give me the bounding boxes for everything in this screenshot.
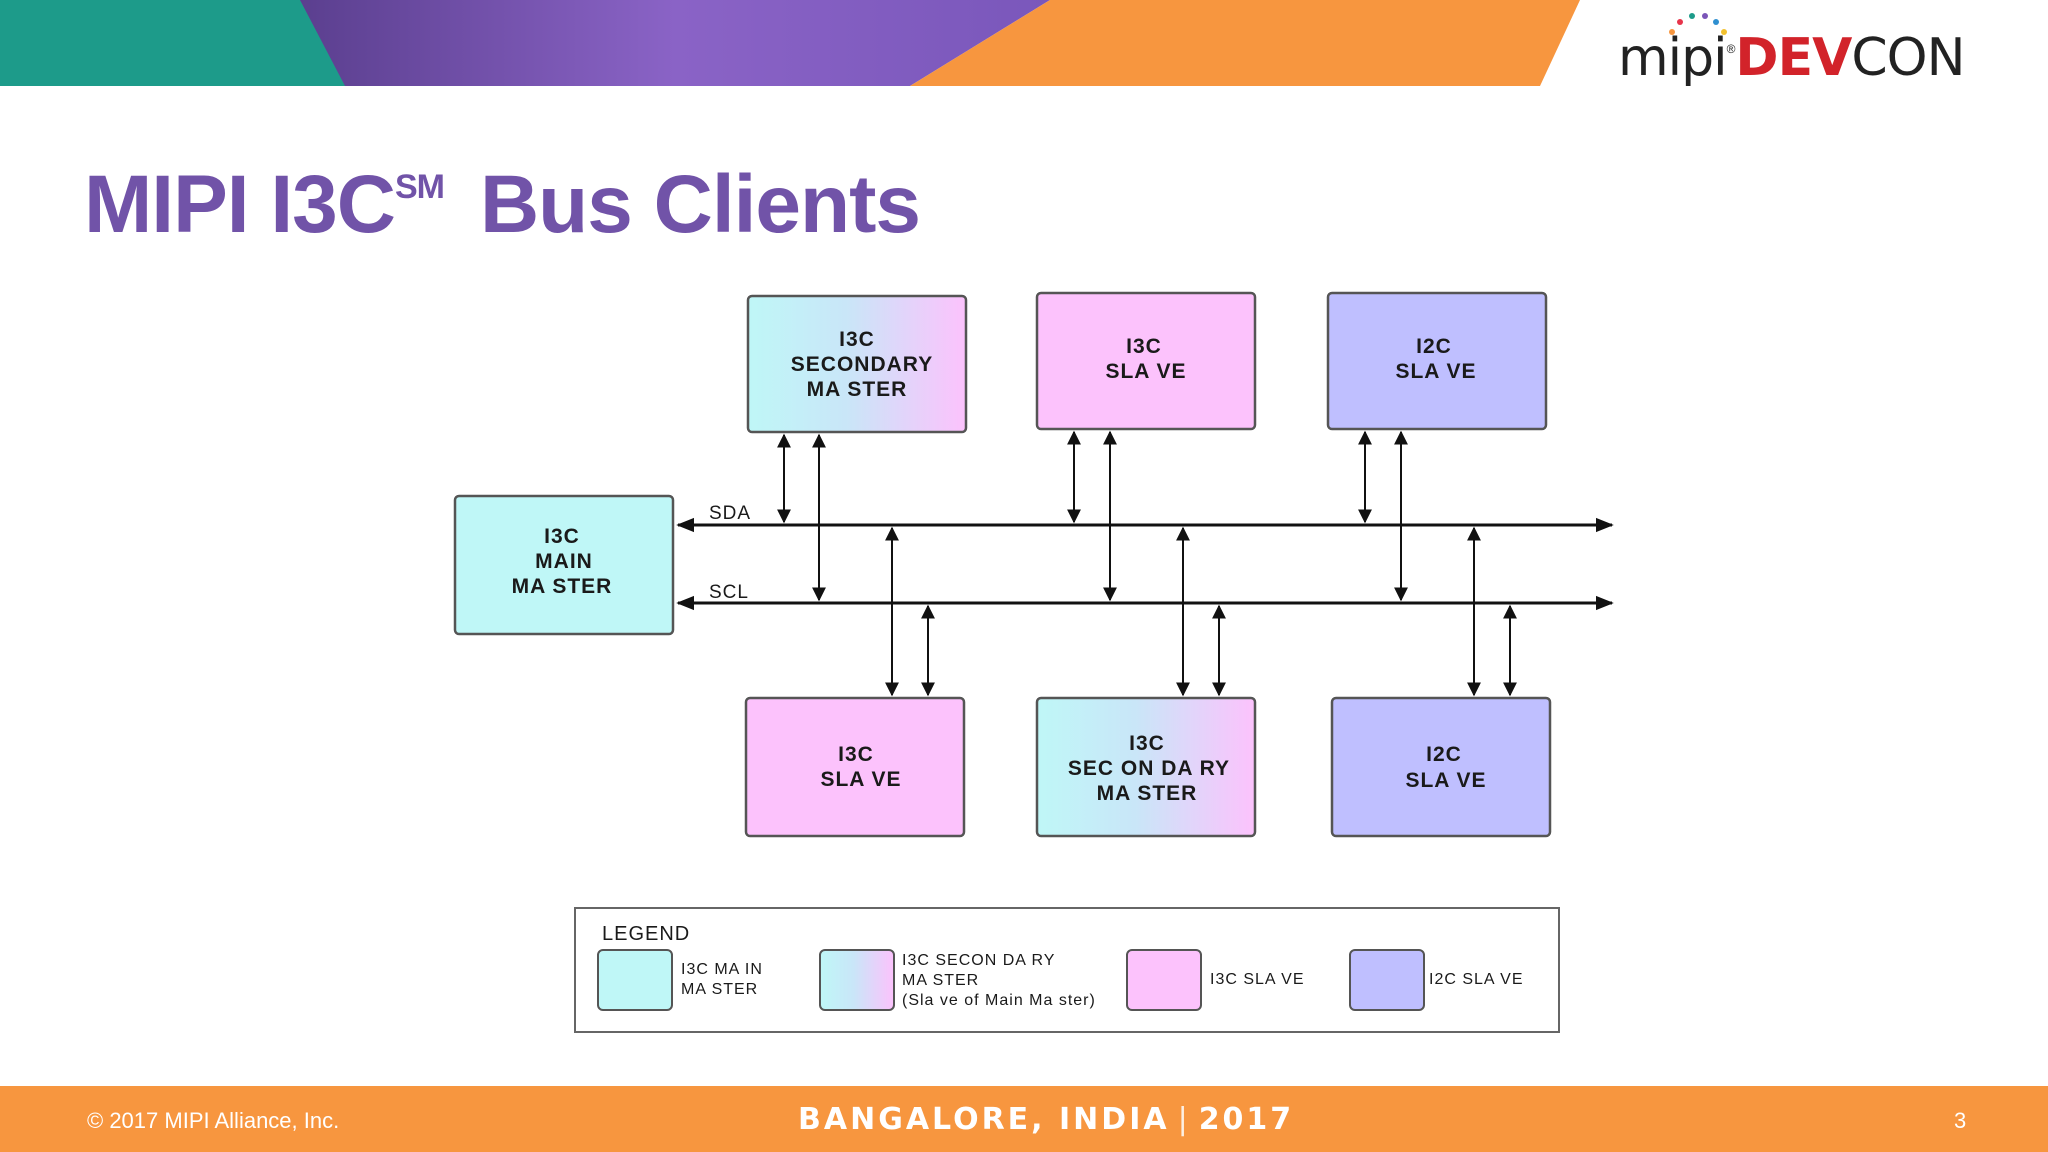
header-banner (0, 0, 2048, 86)
mipi-devcon-logo: mipi®DEVCON (1618, 28, 1965, 98)
top-secondary-line-3: MA STER (807, 378, 908, 401)
scl-label: SCL (709, 582, 749, 603)
bottom-secondary-line-1: I3C (1129, 732, 1165, 755)
top-secondary-line-2: SECONDARY (791, 353, 933, 376)
legend-secondary-line-1: I3C SECON DA RY (902, 952, 1055, 969)
title-service-mark: SM (394, 168, 445, 206)
bottom-i2c-slave-line-1: I2C (1426, 743, 1462, 766)
logo-mipi-text: mipi (1618, 28, 1728, 88)
main-master-line-3: MA STER (512, 575, 613, 598)
logo-dev-text: DEV (1735, 28, 1852, 88)
node-top-secondary-master: I3C SECONDARY MA STER (746, 294, 968, 434)
logo-dots-icon (1669, 13, 1727, 35)
footer-bar: © 2017 MIPI Alliance, Inc. BANGALORE, IN… (0, 1086, 2048, 1152)
bottom-i3c-slave-line-1: I3C (838, 743, 874, 766)
bottom-secondary-line-3: MA STER (1097, 782, 1198, 805)
top-i2c-slave-line-1: I2C (1416, 335, 1452, 358)
connector-arrows (777, 430, 1517, 697)
sda-label: SDA (709, 503, 751, 524)
event-year: 2017 (1198, 1102, 1295, 1137)
event-place: BANGALORE, INDIA (798, 1102, 1170, 1137)
legend-title: LEGEND (602, 923, 690, 945)
bottom-i3c-slave-line-2: SLA VE (820, 768, 901, 791)
top-i3c-slave-line-1: I3C (1126, 335, 1162, 358)
bottom-i2c-slave-line-2: SLA VE (1405, 769, 1486, 792)
legend-swatch-secondary-master (819, 949, 895, 1011)
page-number: 3 (1954, 1108, 1967, 1133)
top-secondary-line-1: I3C (839, 328, 875, 351)
main-master-line-1: I3C (544, 525, 580, 548)
legend-i3c-slave-label: I3C SLA VE (1210, 971, 1305, 988)
legend-i2c-slave-label: I2C SLA VE (1429, 971, 1524, 988)
footer-copyright: © 2017 MIPI Alliance, Inc. (87, 1108, 340, 1133)
node-bottom-secondary-master: I3C SEC ON DA RY MA STER (1035, 696, 1257, 838)
slide-title: MIPI I3CSM Bus Clients (84, 158, 921, 252)
node-bottom-i2c-slave: I2C SLA VE (1330, 696, 1552, 838)
node-bottom-i3c-slave: I3C SLA VE (744, 696, 966, 838)
legend-swatch-i3c-slave (1126, 949, 1202, 1011)
top-i2c-slave-line-2: SLA VE (1395, 360, 1476, 383)
node-top-i3c-slave: I3C SLA VE (1035, 291, 1257, 431)
bottom-secondary-line-2: SEC ON DA RY (1068, 757, 1230, 780)
logo-registered-mark: ® (1726, 42, 1736, 56)
main-master-line-2: MAIN (535, 550, 593, 573)
legend-main-master-line-1: I3C MA IN (681, 961, 763, 978)
legend-swatch-i2c-slave (1349, 949, 1425, 1011)
legend-swatch-main-master (597, 949, 673, 1011)
legend-secondary-line-2: MA STER (902, 972, 979, 989)
event-separator: | (1177, 1102, 1191, 1137)
legend-secondary-line-3: (Sla ve of Main Ma ster) (902, 992, 1096, 1009)
node-top-i2c-slave: I2C SLA VE (1326, 291, 1548, 431)
node-main-master: I3C MAIN MA STER (453, 494, 675, 636)
title-rest: Bus Clients (479, 159, 921, 250)
title-main: MIPI I3C (84, 159, 396, 250)
top-i3c-slave-line-2: SLA VE (1105, 360, 1186, 383)
logo-con-text: CON (1851, 28, 1965, 88)
footer-event: BANGALORE, INDIA|2017 (798, 1102, 1294, 1137)
legend-main-master-line-2: MA STER (681, 981, 758, 998)
legend: LEGEND I3C MA IN MA STER I3C SECON DA RY… (574, 907, 1560, 1033)
